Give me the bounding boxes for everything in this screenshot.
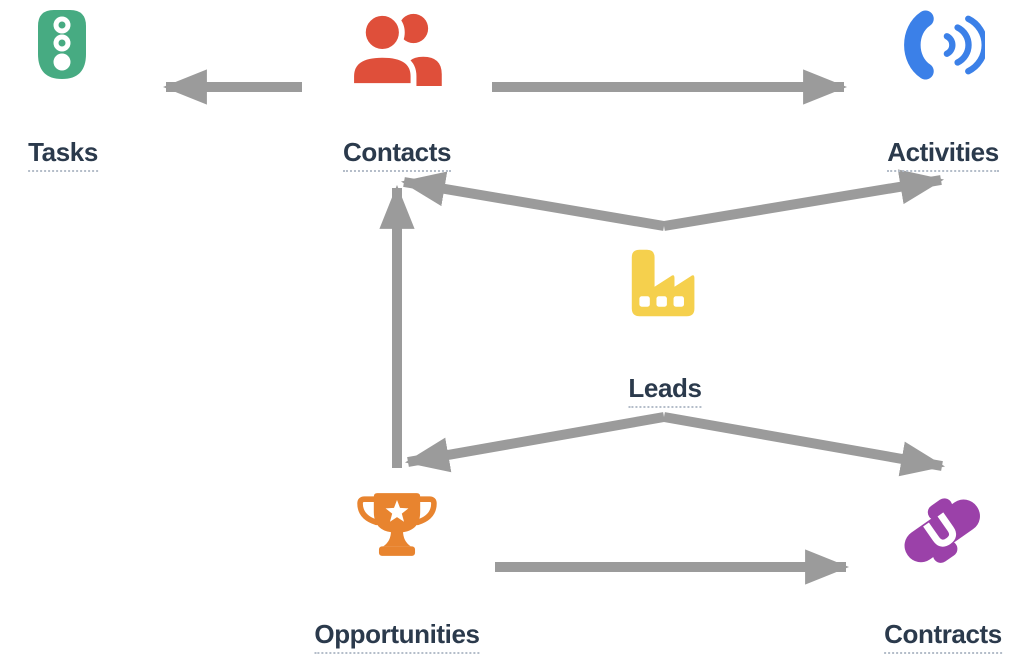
handshake-icon (898, 490, 986, 571)
node-label-opportunities[interactable]: Opportunities (314, 620, 480, 654)
trophy-icon (354, 488, 440, 567)
node-label-leads[interactable]: Leads (628, 374, 702, 408)
node-label-contracts[interactable]: Contracts (884, 620, 1002, 654)
phone-volume-icon (899, 10, 988, 80)
traffic-light-icon (38, 10, 86, 79)
edge-leads-to-opportunities-arrow (404, 412, 665, 473)
edge-leads-to-contracts-arrow (663, 412, 946, 477)
edge-leads-to-activities-arrow (663, 169, 945, 231)
node-label-tasks[interactable]: Tasks (28, 138, 98, 172)
edge-leads-to-contacts-arrow (400, 171, 665, 231)
node-label-contacts[interactable]: Contacts (342, 138, 451, 172)
node-label-activities[interactable]: Activities (887, 138, 999, 172)
factory-icon (628, 246, 702, 320)
people-icon (345, 10, 445, 89)
